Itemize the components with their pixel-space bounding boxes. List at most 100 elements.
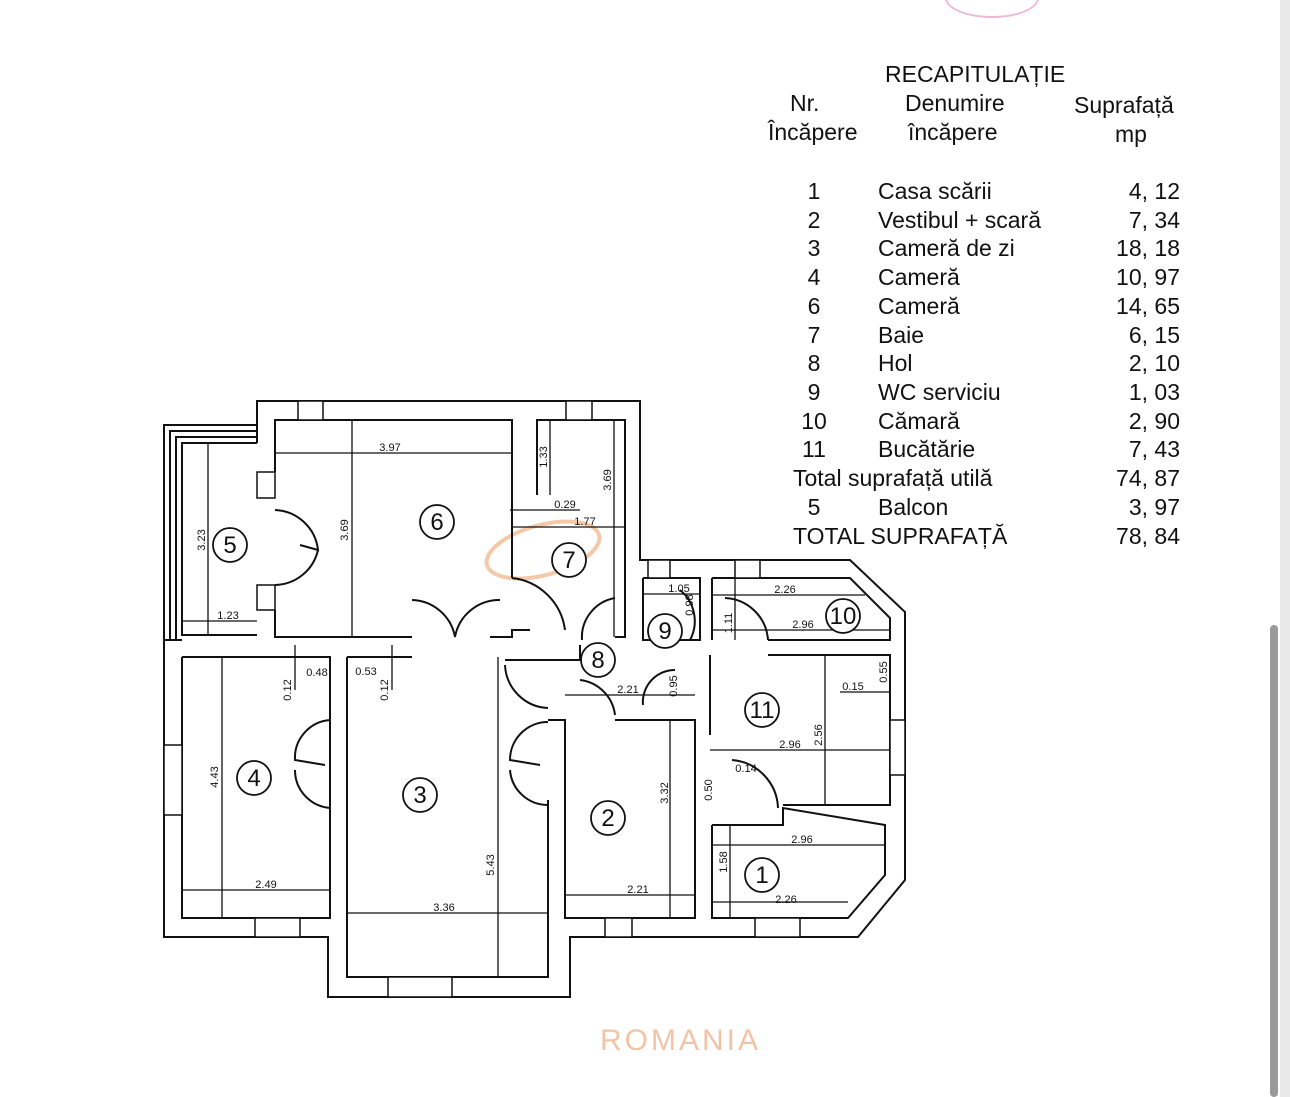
total-util-area: 74, 87 — [1116, 465, 1180, 491]
room-name: Hol — [878, 350, 913, 377]
dimension-label: 0.12 — [379, 679, 391, 700]
room-number-text: 4 — [247, 765, 260, 792]
room-nr: 2 — [807, 206, 821, 233]
balcony-area: 3, 97 — [1128, 494, 1180, 520]
room-nr: 10 — [801, 407, 827, 434]
dimension-label: 0.98 — [684, 594, 696, 615]
recap-row: 8 Hol 2, 10 — [760, 349, 1180, 378]
dimension-label: 1.58 — [718, 851, 730, 872]
room-number-text: 5 — [223, 532, 236, 559]
room-number-circle — [647, 613, 683, 649]
room-walls — [181, 419, 891, 978]
room-name: Baie — [878, 321, 925, 348]
room-number-3: 3 — [402, 777, 438, 813]
total-row: TOTAL SUPRAFAȚĂ 78, 84 — [760, 522, 1180, 551]
dimension-label: 5.43 — [485, 854, 497, 875]
room-name: Vestibul + scară — [878, 206, 1042, 233]
dimension-label: 0.15 — [842, 681, 863, 693]
dimension-label: 3.32 — [659, 782, 671, 803]
room-number-text: 11 — [750, 697, 775, 724]
room-nr: 9 — [807, 378, 821, 405]
room-number-text: 1 — [755, 862, 768, 889]
total-label: TOTAL SUPRAFAȚĂ — [793, 523, 1008, 549]
room-number-circle — [212, 527, 248, 563]
room-number-text: 7 — [562, 547, 575, 574]
room-nr: 1 — [807, 178, 821, 204]
room-nr: 4 — [807, 264, 821, 291]
room-number-circle — [825, 598, 861, 634]
dimension-label: 1.33 — [538, 446, 550, 467]
room-number-10: 10 — [825, 598, 861, 634]
room-area: 4, 12 — [1128, 178, 1180, 204]
total-area: 78, 84 — [1116, 523, 1180, 549]
dimension-label: 2.26 — [774, 584, 795, 596]
dimension-label: 2.49 — [255, 879, 276, 891]
recap-row: 10 Cămară 2, 90 — [760, 407, 1180, 436]
dimension-label: 3.23 — [196, 529, 208, 550]
header-area: Suprafață — [1074, 92, 1174, 118]
dimension-label: 4.43 — [209, 766, 221, 787]
room-number-text: 3 — [413, 782, 426, 809]
header-nr-2: Încăpere — [768, 119, 858, 145]
room-number-9: 9 — [647, 613, 683, 649]
outer-wall — [163, 400, 906, 998]
room-number-circle — [236, 760, 272, 796]
header-area-2: mp — [1115, 121, 1147, 147]
room-area: 6, 15 — [1128, 321, 1180, 348]
total-util-label: Total suprafață utilă — [793, 465, 993, 491]
room-number-6: 6 — [419, 504, 455, 540]
room-number-circle — [402, 777, 438, 813]
room-number-text: 2 — [601, 805, 614, 832]
room-number-circle — [419, 504, 455, 540]
room-area: 14, 65 — [1116, 292, 1180, 319]
dimension-label: 1.23 — [217, 610, 238, 622]
recap-title: RECAPITULAȚIE — [885, 61, 1066, 87]
dimension-lines — [182, 420, 890, 977]
room-area: 10, 97 — [1116, 264, 1180, 291]
watermark-logo — [484, 519, 602, 581]
balcony-name: Balcon — [878, 494, 949, 520]
room-nr: 3 — [807, 235, 821, 262]
room-number-text: 8 — [591, 647, 604, 674]
room-number-1: 1 — [744, 857, 780, 893]
room-number-4: 4 — [236, 760, 272, 796]
dimension-label: 2.26 — [775, 894, 796, 906]
room-name: Cameră — [878, 292, 960, 319]
room-number-circle — [590, 800, 626, 836]
dimension-label: 0.95 — [668, 675, 680, 696]
dimension-label: 2.56 — [813, 724, 825, 745]
header-name-2: încăpere — [908, 119, 998, 145]
room-number-11: 11 — [744, 692, 780, 728]
room-area: 2, 90 — [1128, 407, 1180, 434]
room-number-text: 6 — [430, 509, 443, 536]
scrollbar[interactable] — [1270, 625, 1278, 1097]
recap-row: 1 Casa scării 4, 12 — [760, 177, 1180, 206]
doors — [274, 509, 779, 809]
windows — [163, 400, 906, 998]
room-nr: 6 — [807, 292, 821, 319]
room-name: Casa scării — [878, 178, 992, 204]
dimension-label: 1.11 — [723, 613, 735, 634]
room-number-circle — [744, 692, 780, 728]
dimension-label: 0.53 — [355, 666, 376, 678]
room-name: WC serviciu — [878, 378, 1001, 405]
room-number-8: 8 — [580, 642, 616, 678]
balcony-nr: 5 — [807, 494, 821, 520]
dimension-label: 0.48 — [306, 667, 327, 679]
dimension-label: 0.29 — [554, 499, 575, 511]
room-nr: 7 — [807, 321, 821, 348]
dimension-label: 0.12 — [282, 679, 294, 700]
balcony-railing — [163, 424, 257, 640]
dimension-label: 2.96 — [779, 739, 800, 751]
room-number-7: 7 — [551, 542, 587, 578]
room-name: Cămară — [878, 407, 960, 434]
dimension-label: 2.96 — [792, 619, 813, 631]
dimension-label: 3.69 — [339, 519, 351, 540]
room-nr: 11 — [802, 436, 826, 463]
room-nr: 8 — [807, 350, 821, 377]
room-area: 2, 10 — [1128, 350, 1180, 377]
dimension-label: 0.14 — [735, 763, 756, 775]
room-number-circle — [744, 857, 780, 893]
